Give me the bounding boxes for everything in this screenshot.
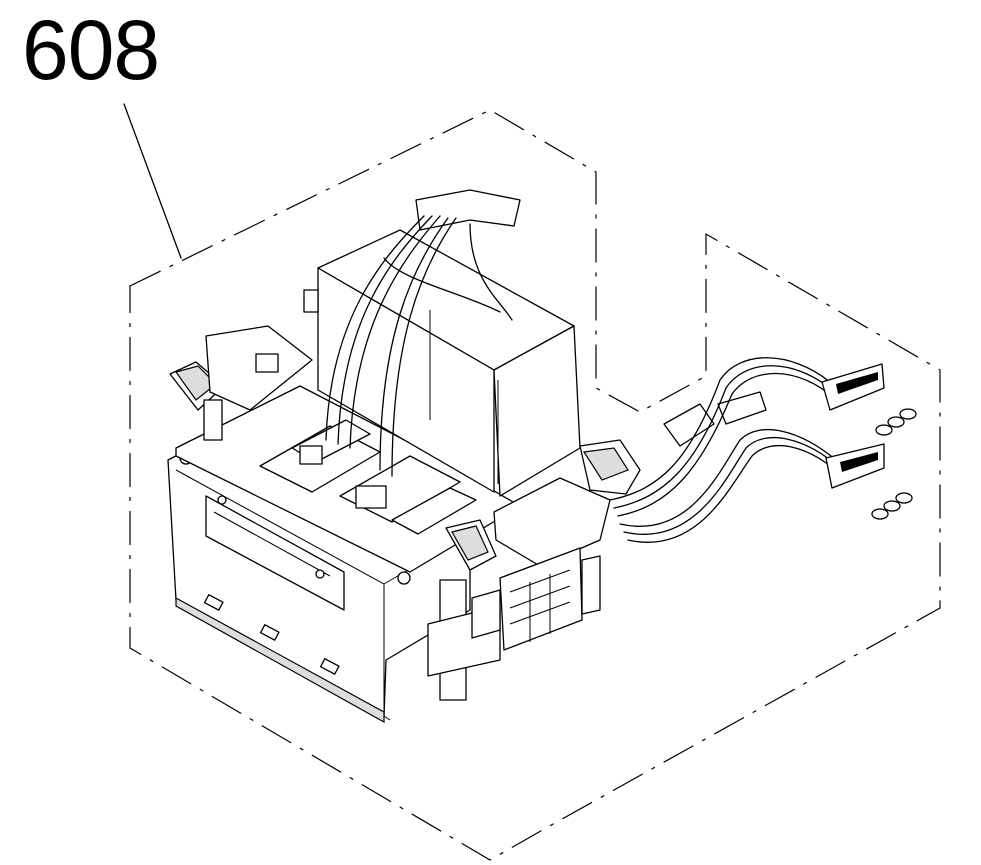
upper-wire-harness [325, 189, 521, 477]
grommet-lower [871, 492, 913, 520]
grommet-upper [875, 408, 917, 436]
callout-number: 608 [22, 3, 160, 97]
left-latch [169, 325, 313, 441]
right-wire-harness [609, 357, 917, 543]
leader-line [123, 103, 182, 259]
group-boundary-outline [129, 109, 941, 861]
right-switch-assembly [427, 439, 641, 701]
